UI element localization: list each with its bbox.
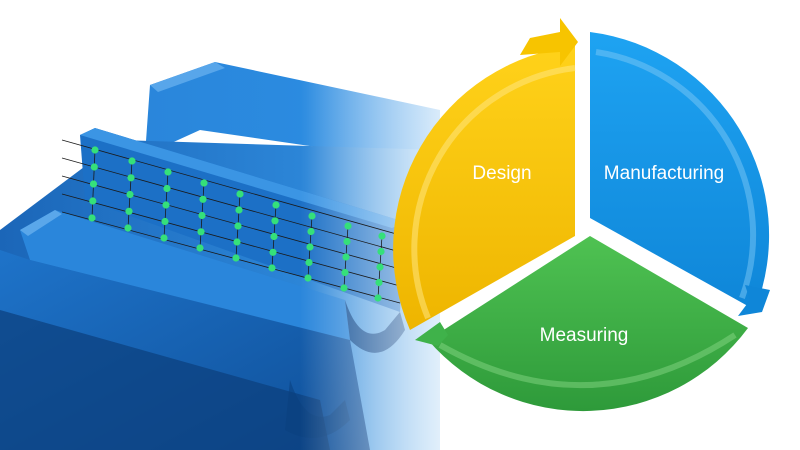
segment-label-manufacturing: Manufacturing [604, 163, 724, 184]
measurement-point [91, 146, 99, 154]
measurement-point [377, 247, 385, 256]
cycle-segment-design [393, 18, 578, 330]
measurement-point [234, 222, 242, 230]
measurement-point [124, 224, 132, 232]
measurement-point [304, 274, 312, 282]
measurement-point [269, 248, 277, 256]
measurement-point [270, 232, 278, 241]
measurement-point [235, 206, 243, 214]
segment-label-measuring: Measuring [540, 325, 629, 346]
measurement-point [233, 238, 241, 246]
measurement-point [196, 244, 204, 252]
measurement-point [197, 228, 205, 236]
measurement-points [88, 146, 386, 302]
measurement-point [232, 254, 240, 262]
segment-label-design: Design [472, 163, 531, 184]
measurement-point [272, 201, 280, 209]
measurement-point [128, 157, 136, 165]
measurement-point [308, 212, 316, 220]
measurement-point [307, 227, 315, 236]
measurement-point [343, 237, 351, 246]
measurement-point [89, 180, 98, 188]
measurement-point [376, 263, 384, 271]
measurement-point [341, 268, 349, 277]
cycle-arrowhead [738, 285, 770, 316]
measurement-point [306, 243, 314, 251]
measurement-point [305, 258, 313, 267]
process-cycle: Design Manufacturing Measuring [393, 18, 770, 412]
measurement-point [198, 211, 206, 220]
measurement-point [271, 217, 279, 225]
measurement-point [88, 214, 96, 222]
measurement-point [89, 197, 97, 205]
measurement-point [161, 217, 169, 226]
cycle-arrowhead [415, 322, 448, 346]
measurement-point [162, 201, 170, 209]
gear-tooth-front [20, 210, 350, 340]
measurement-point [90, 163, 98, 171]
measurement-point [163, 184, 171, 193]
cycle-segment-manufacturing [590, 32, 770, 316]
measurement-point [342, 253, 350, 261]
measurement-point [126, 190, 134, 199]
cycle-segment-measuring [415, 236, 748, 412]
measurement-point [340, 284, 348, 292]
measurement-point [374, 294, 382, 302]
measurement-point [160, 234, 168, 242]
measurement-point [125, 207, 133, 215]
measurement-point [127, 174, 135, 182]
measurement-point [268, 264, 276, 272]
measurement-point [236, 190, 244, 198]
measurement-point [344, 222, 352, 230]
measurement-point [375, 278, 383, 287]
measurement-point [199, 195, 207, 203]
grid-line [61, 157, 401, 253]
grid-line [61, 175, 401, 270]
grid-line [61, 139, 401, 236]
measurement-point [164, 168, 172, 176]
measurement-point [200, 179, 208, 187]
cycle-arrowhead [520, 18, 578, 66]
measurement-point [378, 232, 386, 240]
